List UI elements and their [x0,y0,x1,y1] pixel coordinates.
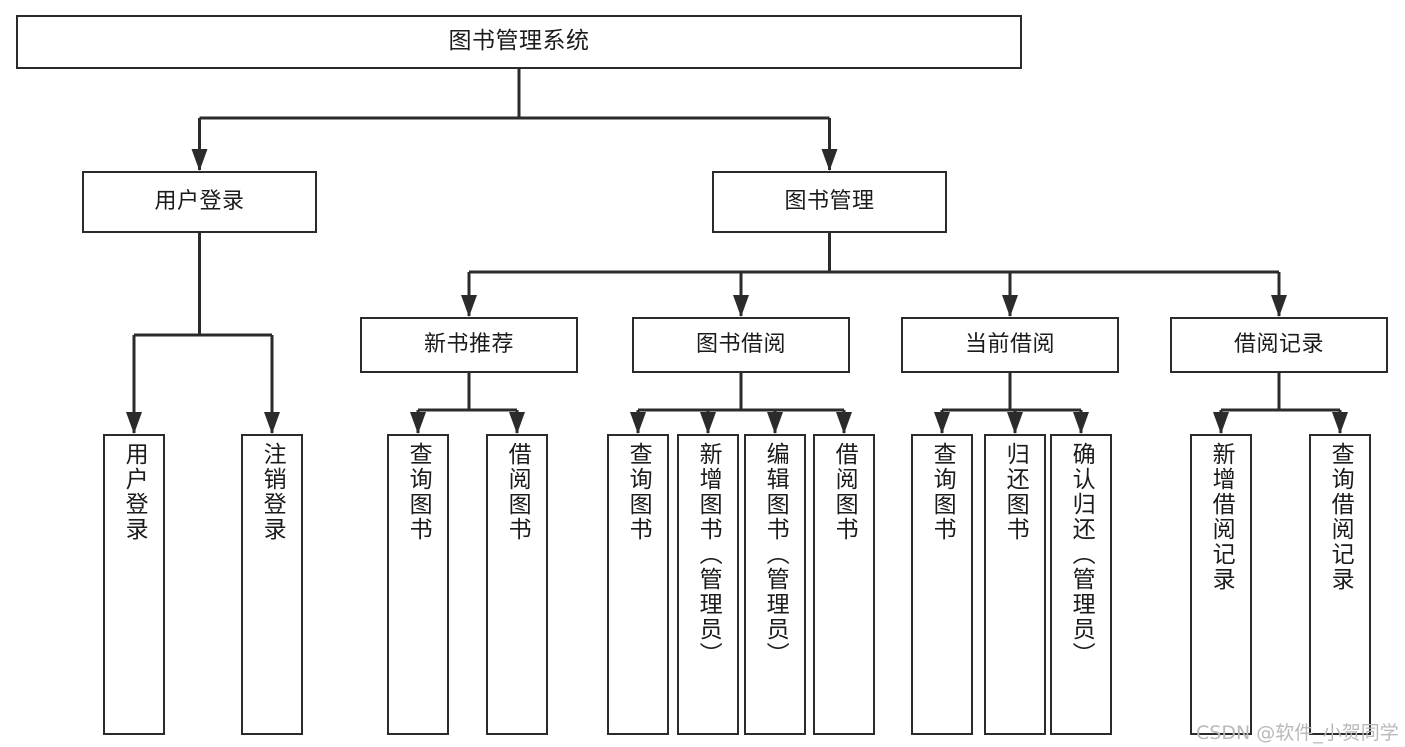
arrowhead [733,295,749,317]
node-leaf-logout[interactable]: 注销登录 [241,434,303,735]
node-leaf-b1[interactable]: 借阅图书 [486,434,548,735]
node-label: 借阅图书 [504,442,531,542]
arrowhead [1007,412,1023,434]
node-label: 用户登录 [121,442,148,542]
node-leaf-q1[interactable]: 查询图书 [387,434,449,735]
node-label: 新增借阅记录 [1208,442,1235,592]
arrowhead [836,412,852,434]
node-root[interactable]: 图书管理系统 [16,15,1022,69]
node-label: 归还图书 [1002,442,1029,542]
node-label: 编辑图书（管理员） [762,442,789,667]
node-login[interactable]: 用户登录 [82,171,317,233]
arrowhead [767,412,783,434]
node-borrow[interactable]: 图书借阅 [632,317,850,373]
node-label: 新增图书（管理员） [695,442,722,667]
arrowhead [509,412,525,434]
node-leaf-conf[interactable]: 确认归还（管理员） [1050,434,1112,735]
arrowhead [700,412,716,434]
node-leaf-ret[interactable]: 归还图书 [984,434,1046,735]
arrowhead [630,412,646,434]
node-leaf-addrec[interactable]: 新增借阅记录 [1190,434,1252,735]
node-leaf-q3[interactable]: 查询图书 [911,434,973,735]
node-leaf-qrec[interactable]: 查询借阅记录 [1309,434,1371,735]
node-label: 当前借阅 [964,332,1055,358]
node-leaf-edit[interactable]: 编辑图书（管理员） [744,434,806,735]
node-label: 图书管理系统 [448,28,590,55]
arrowhead [1271,295,1287,317]
node-newrec[interactable]: 新书推荐 [360,317,578,373]
node-leaf-login[interactable]: 用户登录 [103,434,165,735]
node-records[interactable]: 借阅记录 [1170,317,1388,373]
node-current[interactable]: 当前借阅 [901,317,1119,373]
arrowhead [821,149,838,171]
node-label: 注销登录 [259,442,286,542]
arrowhead [410,412,426,434]
node-leaf-b2[interactable]: 借阅图书 [813,434,875,735]
arrowhead [191,149,208,171]
arrowhead [264,412,280,434]
arrowhead [126,412,142,434]
arrowhead [1213,412,1229,434]
node-label: 图书管理 [784,189,875,215]
arrowhead [1002,295,1018,317]
node-label: 查询图书 [405,442,432,542]
node-label: 新书推荐 [423,332,514,358]
node-label: 借阅图书 [831,442,858,542]
arrowhead [1073,412,1089,434]
node-label: 确认归还（管理员） [1068,442,1095,667]
arrowhead [1332,412,1348,434]
arrowhead [461,295,477,317]
node-bookmgmt[interactable]: 图书管理 [712,171,947,233]
arrowhead [934,412,950,434]
watermark: CSDN @软件_小贺同学 [1196,722,1399,744]
node-label: 查询图书 [625,442,652,542]
node-label: 借阅记录 [1233,332,1324,358]
node-label: 图书借阅 [695,332,786,358]
node-label: 查询借阅记录 [1327,442,1354,592]
node-label: 用户登录 [154,189,245,215]
node-leaf-add[interactable]: 新增图书（管理员） [677,434,739,735]
node-leaf-q2[interactable]: 查询图书 [607,434,669,735]
node-label: 查询图书 [929,442,956,542]
